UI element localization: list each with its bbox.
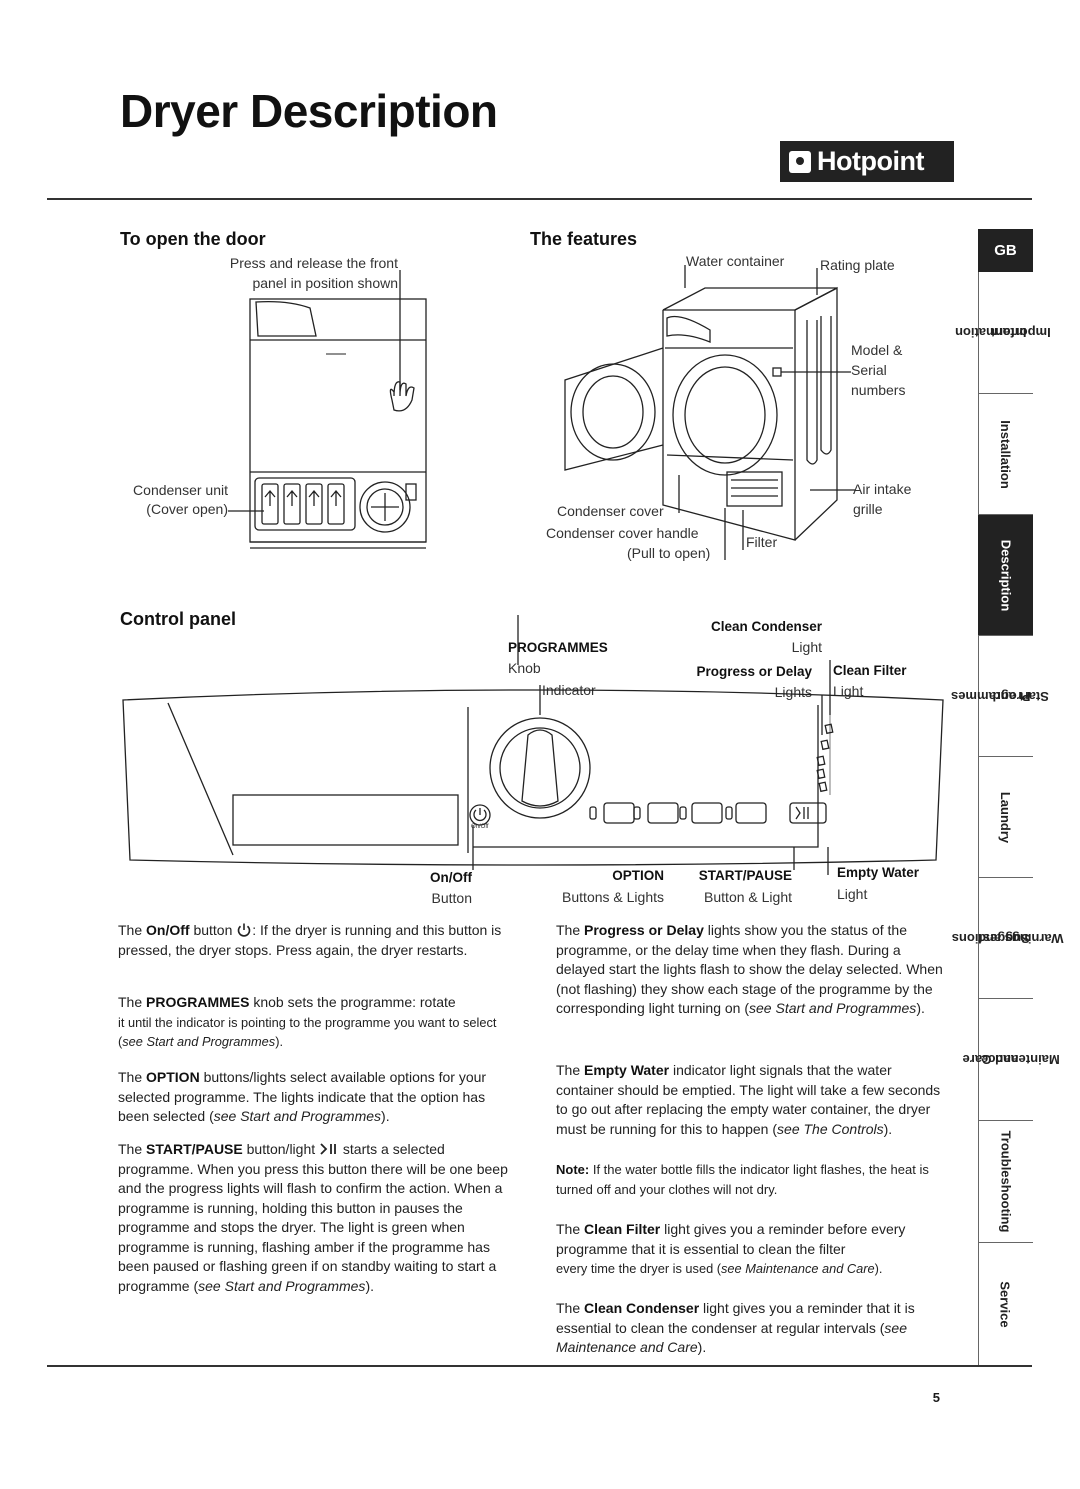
option-sub-label: Buttons & Lights xyxy=(562,889,664,905)
on-off-button-label: Button xyxy=(431,890,472,906)
language-tab-gb[interactable]: GB xyxy=(978,229,1033,272)
power-icon xyxy=(238,923,251,937)
clean-filter-description: The Clean Filter light gives you a remin… xyxy=(556,1221,906,1276)
open-door-heading: To open the door xyxy=(120,229,266,249)
sidebar-border xyxy=(978,229,979,1365)
programmes-description: The PROGRAMMES knob sets the programme: … xyxy=(118,994,497,1049)
footer-divider xyxy=(47,1365,1032,1367)
option-label: OPTION xyxy=(612,868,664,883)
features-heading: The features xyxy=(530,229,638,249)
empty-water-label: Empty Water xyxy=(837,865,920,880)
knob-label: Knob xyxy=(508,660,541,676)
filter-label: Filter xyxy=(746,534,778,550)
air-intake-label-1: Air intake xyxy=(853,481,912,497)
empty-water-description: The Empty Water indicator light signals … xyxy=(556,1062,941,1137)
page-title: Dryer Description xyxy=(120,85,498,137)
condenser-unit-label: Condenser unit xyxy=(133,482,228,498)
clean-condenser-light-label: Light xyxy=(791,639,822,655)
control-panel-illustration xyxy=(122,615,944,875)
progress-delay-description: The Progress or Delay lights show you th… xyxy=(556,922,943,1016)
clean-filter-label: Clean Filter xyxy=(833,663,907,678)
hotpoint-logo-icon xyxy=(789,150,811,173)
sidebar-item-laundry[interactable]: Laundry xyxy=(978,757,1033,878)
on-off-description: The On/Off button : If the dryer is runn… xyxy=(118,922,502,958)
open-door-instruction-1: Press and release the front xyxy=(229,255,398,271)
sidebar-item-service[interactable]: Service xyxy=(997,1280,1013,1328)
brand-logo: Hotpoint xyxy=(780,141,954,182)
sidebar-item-description[interactable]: Description xyxy=(978,515,1033,636)
air-intake-label-2: grille xyxy=(853,501,883,517)
start-pause-label: START/PAUSE xyxy=(698,868,792,883)
option-description: The OPTION buttons/lights select availab… xyxy=(118,1069,487,1124)
model-serial-label-2: Serial xyxy=(851,362,887,378)
start-pause-sub-label: Button & Light xyxy=(704,889,792,905)
condenser-cover-handle-label: Condenser cover handle xyxy=(546,525,699,541)
condenser-cover-open-label: (Cover open) xyxy=(146,501,228,517)
dryer-front-illustration xyxy=(228,270,427,549)
on-off-label: On/Off xyxy=(430,870,472,885)
progress-or-delay-label: Progress or Delay xyxy=(696,664,812,679)
progress-lights-label: Lights xyxy=(774,684,812,700)
brand-name: Hotpoint xyxy=(817,146,924,176)
clean-condenser-label: Clean Condenser xyxy=(710,619,822,634)
programmes-label: PROGRAMMES xyxy=(508,640,608,655)
note-text: Note: If the water bottle fills the indi… xyxy=(556,1162,929,1197)
control-panel-heading: Control panel xyxy=(120,609,236,629)
water-container-label: Water container xyxy=(686,253,785,269)
model-serial-label-3: numbers xyxy=(851,382,906,398)
condenser-cover-label: Condenser cover xyxy=(557,503,664,519)
header-divider xyxy=(47,198,1032,200)
pull-to-open-label: (Pull to open) xyxy=(627,545,711,561)
page-number: 5 xyxy=(932,1390,940,1405)
on-off-panel-text: On/Off xyxy=(471,824,489,830)
sidebar-item-installation[interactable]: Installation xyxy=(978,394,1033,515)
open-door-instruction-2: panel in position shown xyxy=(252,275,398,291)
start-pause-description: The START/PAUSE button/light starts a se… xyxy=(118,1141,508,1294)
sidebar-item-troubleshooting[interactable]: Troubleshooting xyxy=(978,1121,1033,1243)
empty-water-light-label: Light xyxy=(837,886,868,902)
dryer-open-illustration xyxy=(564,265,855,560)
rating-plate-label: Rating plate xyxy=(820,257,895,273)
clean-condenser-description: The Clean Condenser light gives you a re… xyxy=(556,1300,915,1355)
model-serial-label-1: Model & xyxy=(851,342,903,358)
start-pause-icon xyxy=(320,1143,336,1155)
